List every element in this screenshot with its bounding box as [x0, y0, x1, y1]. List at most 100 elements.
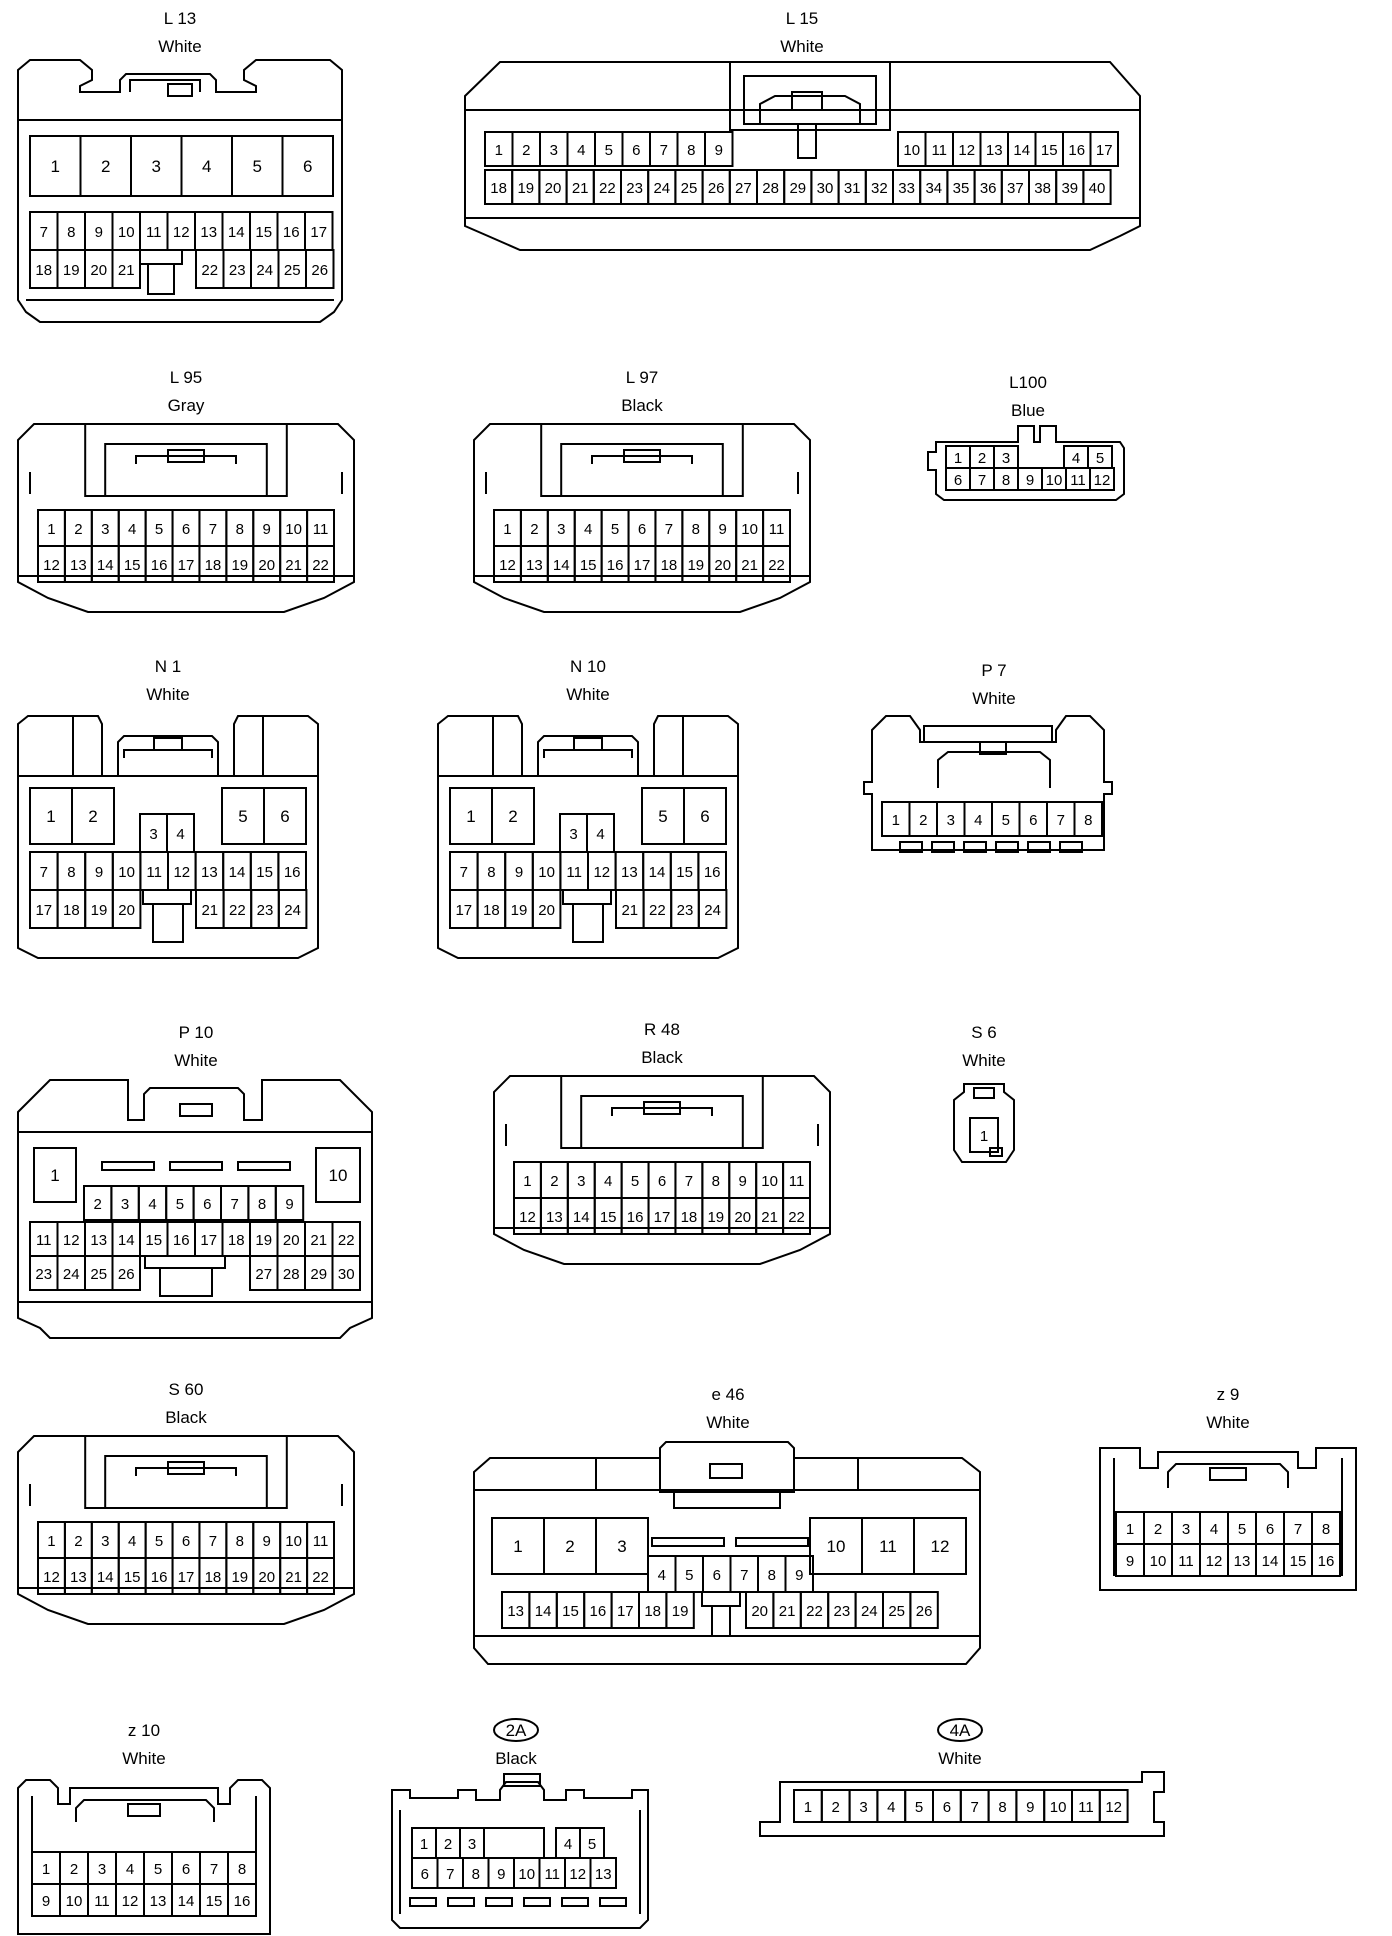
pin-number: 19 [707, 1209, 724, 1226]
pin-number: 18 [35, 262, 52, 279]
pin-number: 32 [871, 180, 888, 197]
pin-cell [277, 889, 308, 929]
pin-number: 17 [35, 902, 52, 919]
pin-number: 12 [63, 1232, 80, 1249]
pin-number: 4 [887, 1799, 895, 1816]
pin-number: 18 [483, 902, 500, 919]
pin-number: 9 [285, 1196, 293, 1213]
pin-number: 15 [1041, 142, 1058, 159]
pin-number: 1 [954, 450, 962, 467]
pin-number: 23 [35, 1266, 52, 1283]
pin-number: 26 [708, 180, 725, 197]
pin-number: 13 [621, 864, 638, 881]
pin-number: 10 [1050, 1799, 1067, 1816]
pin-number: 23 [677, 902, 694, 919]
pin-cell [589, 1857, 617, 1889]
connector-code: S 6 [971, 1023, 997, 1042]
pin-number: 6 [632, 142, 640, 159]
pin-number: 4 [584, 521, 592, 538]
pin-number: 14 [573, 1209, 590, 1226]
pin-number: 10 [741, 521, 758, 538]
pin-number: 8 [1322, 1521, 1330, 1538]
pin-number: 19 [231, 557, 248, 574]
pin-cell [281, 135, 334, 197]
pin-number: 11 [146, 224, 162, 241]
pin-number: 5 [155, 521, 163, 538]
pin-number: 16 [151, 1569, 168, 1586]
pin-number: 4 [658, 1567, 666, 1584]
pin-number: 3 [617, 1537, 626, 1556]
pin-number: 8 [768, 1567, 776, 1584]
pin-number: 24 [861, 1603, 878, 1620]
pin-number: 7 [740, 1567, 748, 1584]
pin-number: 4 [604, 1173, 612, 1190]
pin-number: 14 [553, 557, 570, 574]
pin-number: 8 [236, 521, 244, 538]
connector-code: 4A [950, 1721, 971, 1740]
pin-number: 4 [128, 1533, 136, 1550]
connector-code: e 46 [711, 1385, 744, 1404]
pin-number: 2 [832, 1799, 840, 1816]
pin-number: 4 [128, 521, 136, 538]
pin-number: 1 [980, 1128, 988, 1145]
pin-number: 9 [95, 864, 103, 881]
pin-number: 24 [63, 1266, 80, 1283]
pin-number: 15 [206, 1893, 223, 1910]
pin-number: 21 [572, 180, 589, 197]
pin-number: 9 [497, 1866, 505, 1883]
pin-number: 9 [1126, 1553, 1134, 1570]
pin-number: 22 [788, 1209, 805, 1226]
connector-color: White [706, 1413, 749, 1432]
pin-cell [227, 1883, 257, 1917]
pin-number: 22 [768, 557, 785, 574]
connector-color: Black [621, 396, 663, 415]
connector-code: L 15 [786, 9, 818, 28]
pin-number: 2 [530, 521, 538, 538]
pin-number: 8 [67, 864, 75, 881]
pin-number: 22 [312, 557, 329, 574]
pin-number: 24 [653, 180, 670, 197]
pin-number: 6 [182, 521, 190, 538]
pin-cell [665, 1591, 695, 1629]
pin-cell [274, 1185, 305, 1221]
pin-number: 12 [173, 224, 190, 241]
pin-number: 7 [40, 864, 48, 881]
pin-number: 11 [931, 142, 947, 159]
pin-number: 1 [495, 142, 503, 159]
pin-cell [762, 545, 791, 583]
pin-number: 20 [714, 557, 731, 574]
pin-number: 5 [155, 1533, 163, 1550]
pin-number: 5 [605, 142, 613, 159]
pin-number: 5 [685, 1567, 693, 1584]
pin-number: 8 [487, 864, 495, 881]
pin-number: 21 [285, 1569, 302, 1586]
pin-number: 13 [507, 1603, 524, 1620]
pin-cell [1089, 131, 1119, 167]
pin-number: 18 [661, 557, 678, 574]
pin-number: 2 [74, 521, 82, 538]
pin-number: 16 [1318, 1553, 1335, 1570]
pin-number: 16 [627, 1209, 644, 1226]
pin-cell [1082, 169, 1112, 205]
pin-number: 18 [228, 1232, 245, 1249]
connector-color: Black [495, 1749, 537, 1768]
pin-number: 11 [36, 1232, 52, 1249]
pin-number: 17 [1096, 142, 1113, 159]
pin-number: 18 [681, 1209, 698, 1226]
connector-code: R 48 [644, 1020, 680, 1039]
pin-number: 1 [523, 1173, 531, 1190]
pin-number: 16 [590, 1603, 607, 1620]
connector-code: N 10 [570, 657, 606, 676]
pin-number: 8 [687, 142, 695, 159]
pin-number: 19 [231, 1569, 248, 1586]
pin-number: 20 [258, 1569, 275, 1586]
pin-number: 11 [789, 1173, 805, 1190]
connector-color: White [780, 37, 823, 56]
pin-cell [531, 889, 562, 929]
pin-number: 10 [1150, 1553, 1167, 1570]
